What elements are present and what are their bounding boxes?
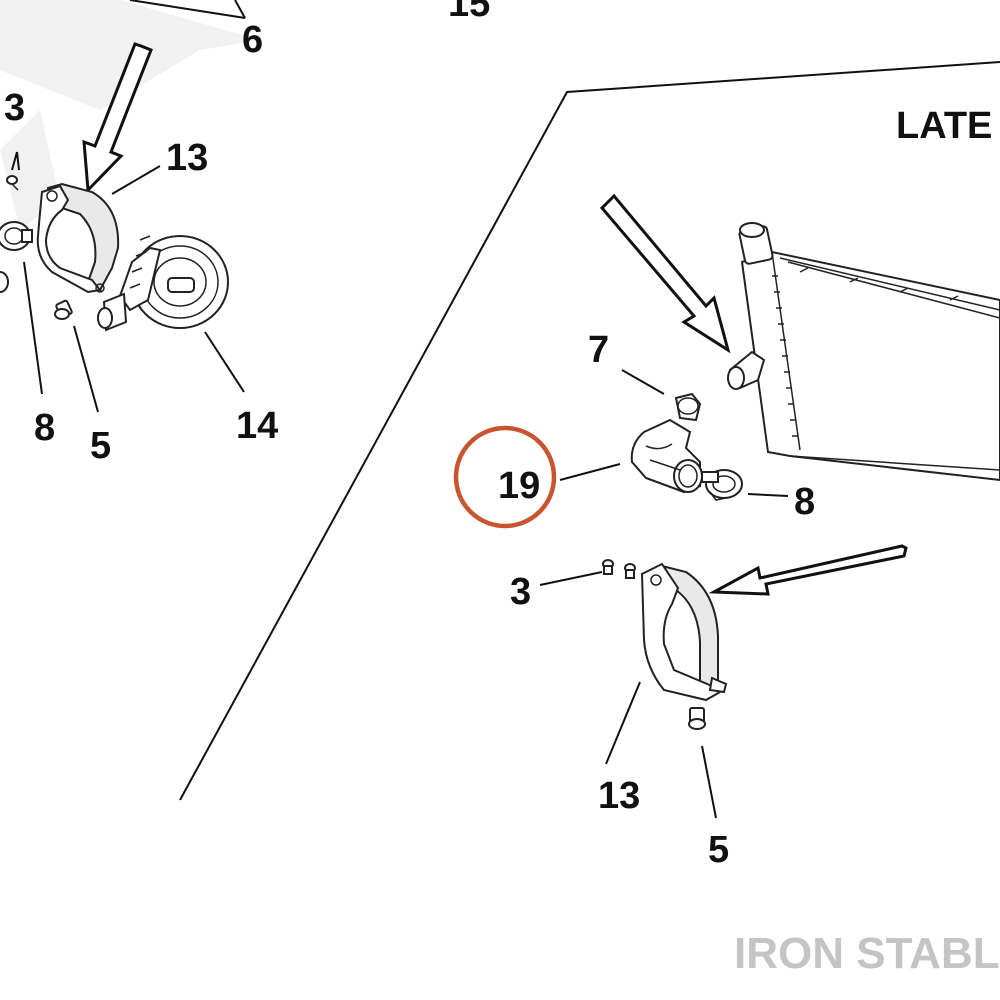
leader-right-5 <box>701 745 717 819</box>
leader-right-3 <box>539 571 603 586</box>
clamp-8-right <box>701 469 743 501</box>
section-label-late: LATE <box>896 105 992 147</box>
callout-left-5: 5 <box>90 425 111 467</box>
leader-left-3b <box>16 151 20 171</box>
leader-right-7 <box>621 369 665 395</box>
leader-right-19 <box>559 463 621 481</box>
leader-right-13 <box>605 681 641 765</box>
pointer-arrow-bracket <box>708 544 908 596</box>
frame-edge-top <box>129 0 246 19</box>
callout-left-3: 3 <box>4 87 25 129</box>
callout-left-6: 6 <box>242 19 263 61</box>
bolt-right-5 <box>688 707 706 730</box>
brand-watermark: IRON STABLE <box>734 929 1000 978</box>
bracket-left <box>36 182 120 294</box>
callout-right-8: 8 <box>794 481 815 523</box>
callout-left-14: 14 <box>236 405 278 447</box>
callout-left-15: 15 <box>448 0 490 25</box>
callout-highlight-19: 19 <box>498 465 540 507</box>
bracket-right <box>640 562 728 702</box>
leader-left-14 <box>204 331 245 393</box>
leader-left-5 <box>73 325 99 413</box>
callout-right-7: 7 <box>588 329 609 371</box>
clamp-7 <box>674 392 702 422</box>
leader-left-13 <box>111 165 161 195</box>
screws-right-3 <box>602 559 636 579</box>
leader-left-8 <box>23 261 43 395</box>
fitting-left-edge <box>0 271 9 293</box>
callout-left-8: 8 <box>34 407 55 449</box>
callout-right-13: 13 <box>598 775 640 817</box>
highlight-circle <box>453 425 557 529</box>
bolt-left-5 <box>54 299 73 320</box>
callout-right-3: 3 <box>510 571 531 613</box>
section-divider <box>179 61 1000 801</box>
leader-left-3a <box>11 151 18 171</box>
leader-right-8 <box>747 493 789 497</box>
radiator <box>727 222 1000 482</box>
clamp-left <box>0 221 33 251</box>
frame-edge-top-corner <box>234 0 246 19</box>
pump-left <box>97 235 229 332</box>
callout-right-5: 5 <box>708 829 729 871</box>
callout-left-13: 13 <box>166 137 208 179</box>
screw-left-3 <box>6 175 19 191</box>
pointer-arrow-radiator <box>599 193 731 354</box>
hose-19 <box>630 418 703 494</box>
